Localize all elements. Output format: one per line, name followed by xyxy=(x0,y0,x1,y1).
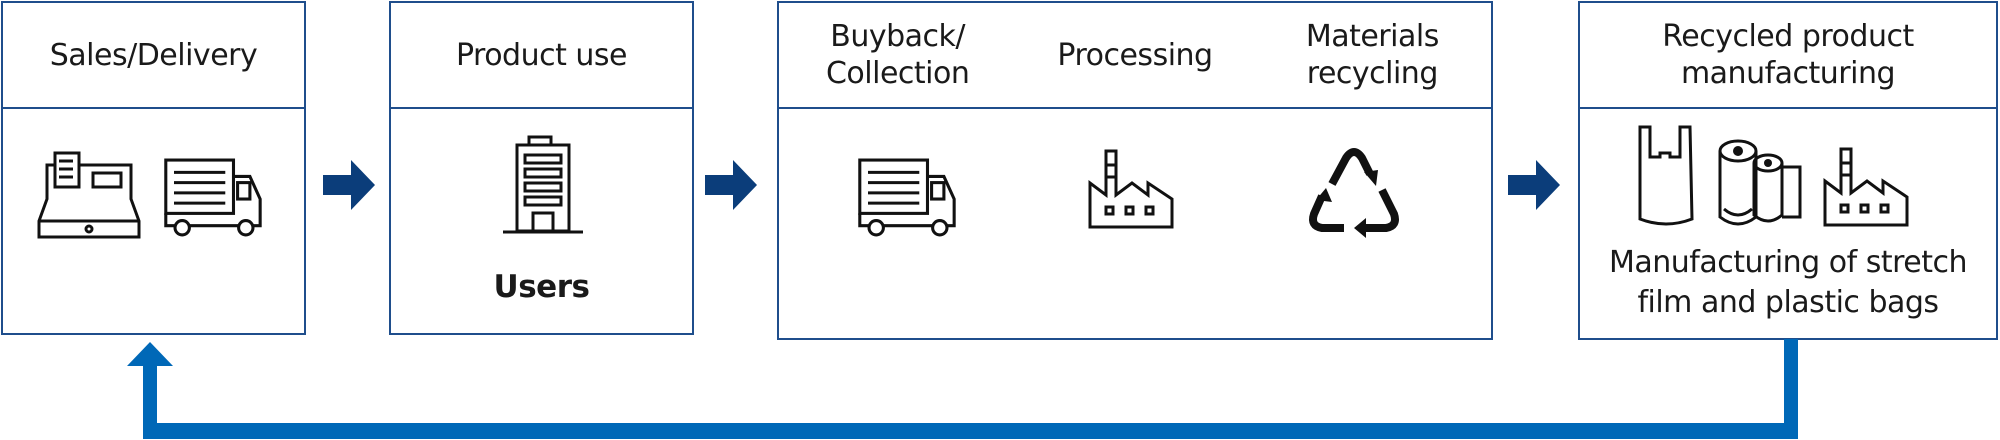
column-title-buyback: Buyback/ Collection xyxy=(825,19,970,91)
step-arrow xyxy=(323,160,375,210)
factory-icon xyxy=(1085,143,1177,231)
stage-caption: Manufacturing of stretch film and plasti… xyxy=(1580,243,1996,323)
recycle-icon xyxy=(1306,148,1402,238)
caption-line: film and plastic bags xyxy=(1637,285,1939,320)
stage-sales-delivery: Sales/Delivery xyxy=(1,1,306,335)
step-arrow xyxy=(705,160,757,210)
stage-title: Product use xyxy=(391,3,692,109)
plastic-bag-icon xyxy=(1634,125,1698,229)
delivery-truck-icon xyxy=(163,158,265,238)
feedback-line-vertical-right xyxy=(1784,339,1798,439)
stage-title: Sales/Delivery xyxy=(3,3,304,109)
feedback-arrowhead-up-icon xyxy=(127,342,173,366)
caption-line: Manufacturing of stretch xyxy=(1608,245,1968,280)
film-roll-icon xyxy=(1716,139,1804,229)
stage-caption: Users xyxy=(493,269,590,305)
stage-recycled-manufacturing: Recycled product manufacturing Manufactu… xyxy=(1578,1,1998,340)
stage-title-columns: Buyback/ Collection Processing Materials… xyxy=(779,3,1491,109)
stage-title-text: Recycled product manufacturing xyxy=(1662,19,1914,91)
delivery-truck-icon xyxy=(857,158,959,238)
stage-product-use: Product use Users xyxy=(389,1,694,335)
column-title-processing: Processing xyxy=(1057,37,1213,73)
stage-title: Recycled product manufacturing xyxy=(1580,3,1996,109)
column-title-materials-recycling: Materials recycling xyxy=(1305,19,1440,91)
cash-register-icon xyxy=(37,151,141,239)
feedback-line-horizontal xyxy=(143,423,1798,439)
stage-collection-recycling: Buyback/ Collection Processing Materials… xyxy=(777,1,1493,340)
factory-icon xyxy=(1820,141,1912,229)
feedback-line-vertical-left xyxy=(143,362,157,439)
step-arrow xyxy=(1508,160,1560,210)
office-building-icon xyxy=(501,135,585,235)
